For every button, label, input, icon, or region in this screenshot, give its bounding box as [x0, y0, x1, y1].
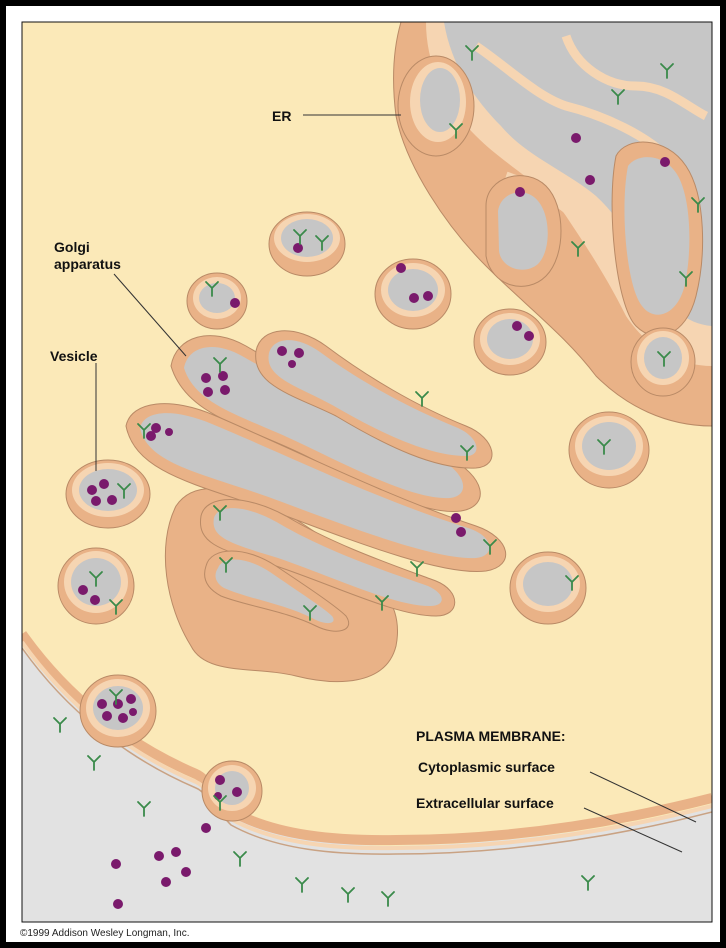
cell-diagram-illustration: [21, 21, 713, 923]
label-plasma-membrane: PLASMA MEMBRANE:: [416, 728, 566, 744]
er-stack: [393, 22, 712, 427]
diagram-scene: [22, 22, 712, 922]
label-er: ER: [272, 108, 292, 124]
label-cytoplasmic-surface: Cytoplasmic surface: [418, 759, 555, 775]
label-extracellular-surface: Extracellular surface: [416, 795, 554, 811]
secretory-proteins: [78, 133, 670, 909]
extracellular-leader-line: [583, 807, 683, 853]
label-vesicle: Vesicle: [50, 348, 98, 364]
golgi-leader-line: [113, 273, 187, 357]
copyright-notice: ©1999 Addison Wesley Longman, Inc.: [20, 928, 190, 939]
figure-frame: ER Golgi apparatus Vesicle PLASMA MEMBRA…: [6, 6, 720, 942]
label-leader-lines: [95, 114, 697, 853]
label-golgi-line1: Golgi: [54, 239, 90, 255]
glycoproteins: [53, 45, 705, 907]
cytoplasmic-leader-line: [589, 771, 697, 823]
label-golgi-line2: apparatus: [54, 256, 121, 272]
extracellular-space: [22, 646, 712, 922]
diagram-border: [21, 21, 713, 923]
